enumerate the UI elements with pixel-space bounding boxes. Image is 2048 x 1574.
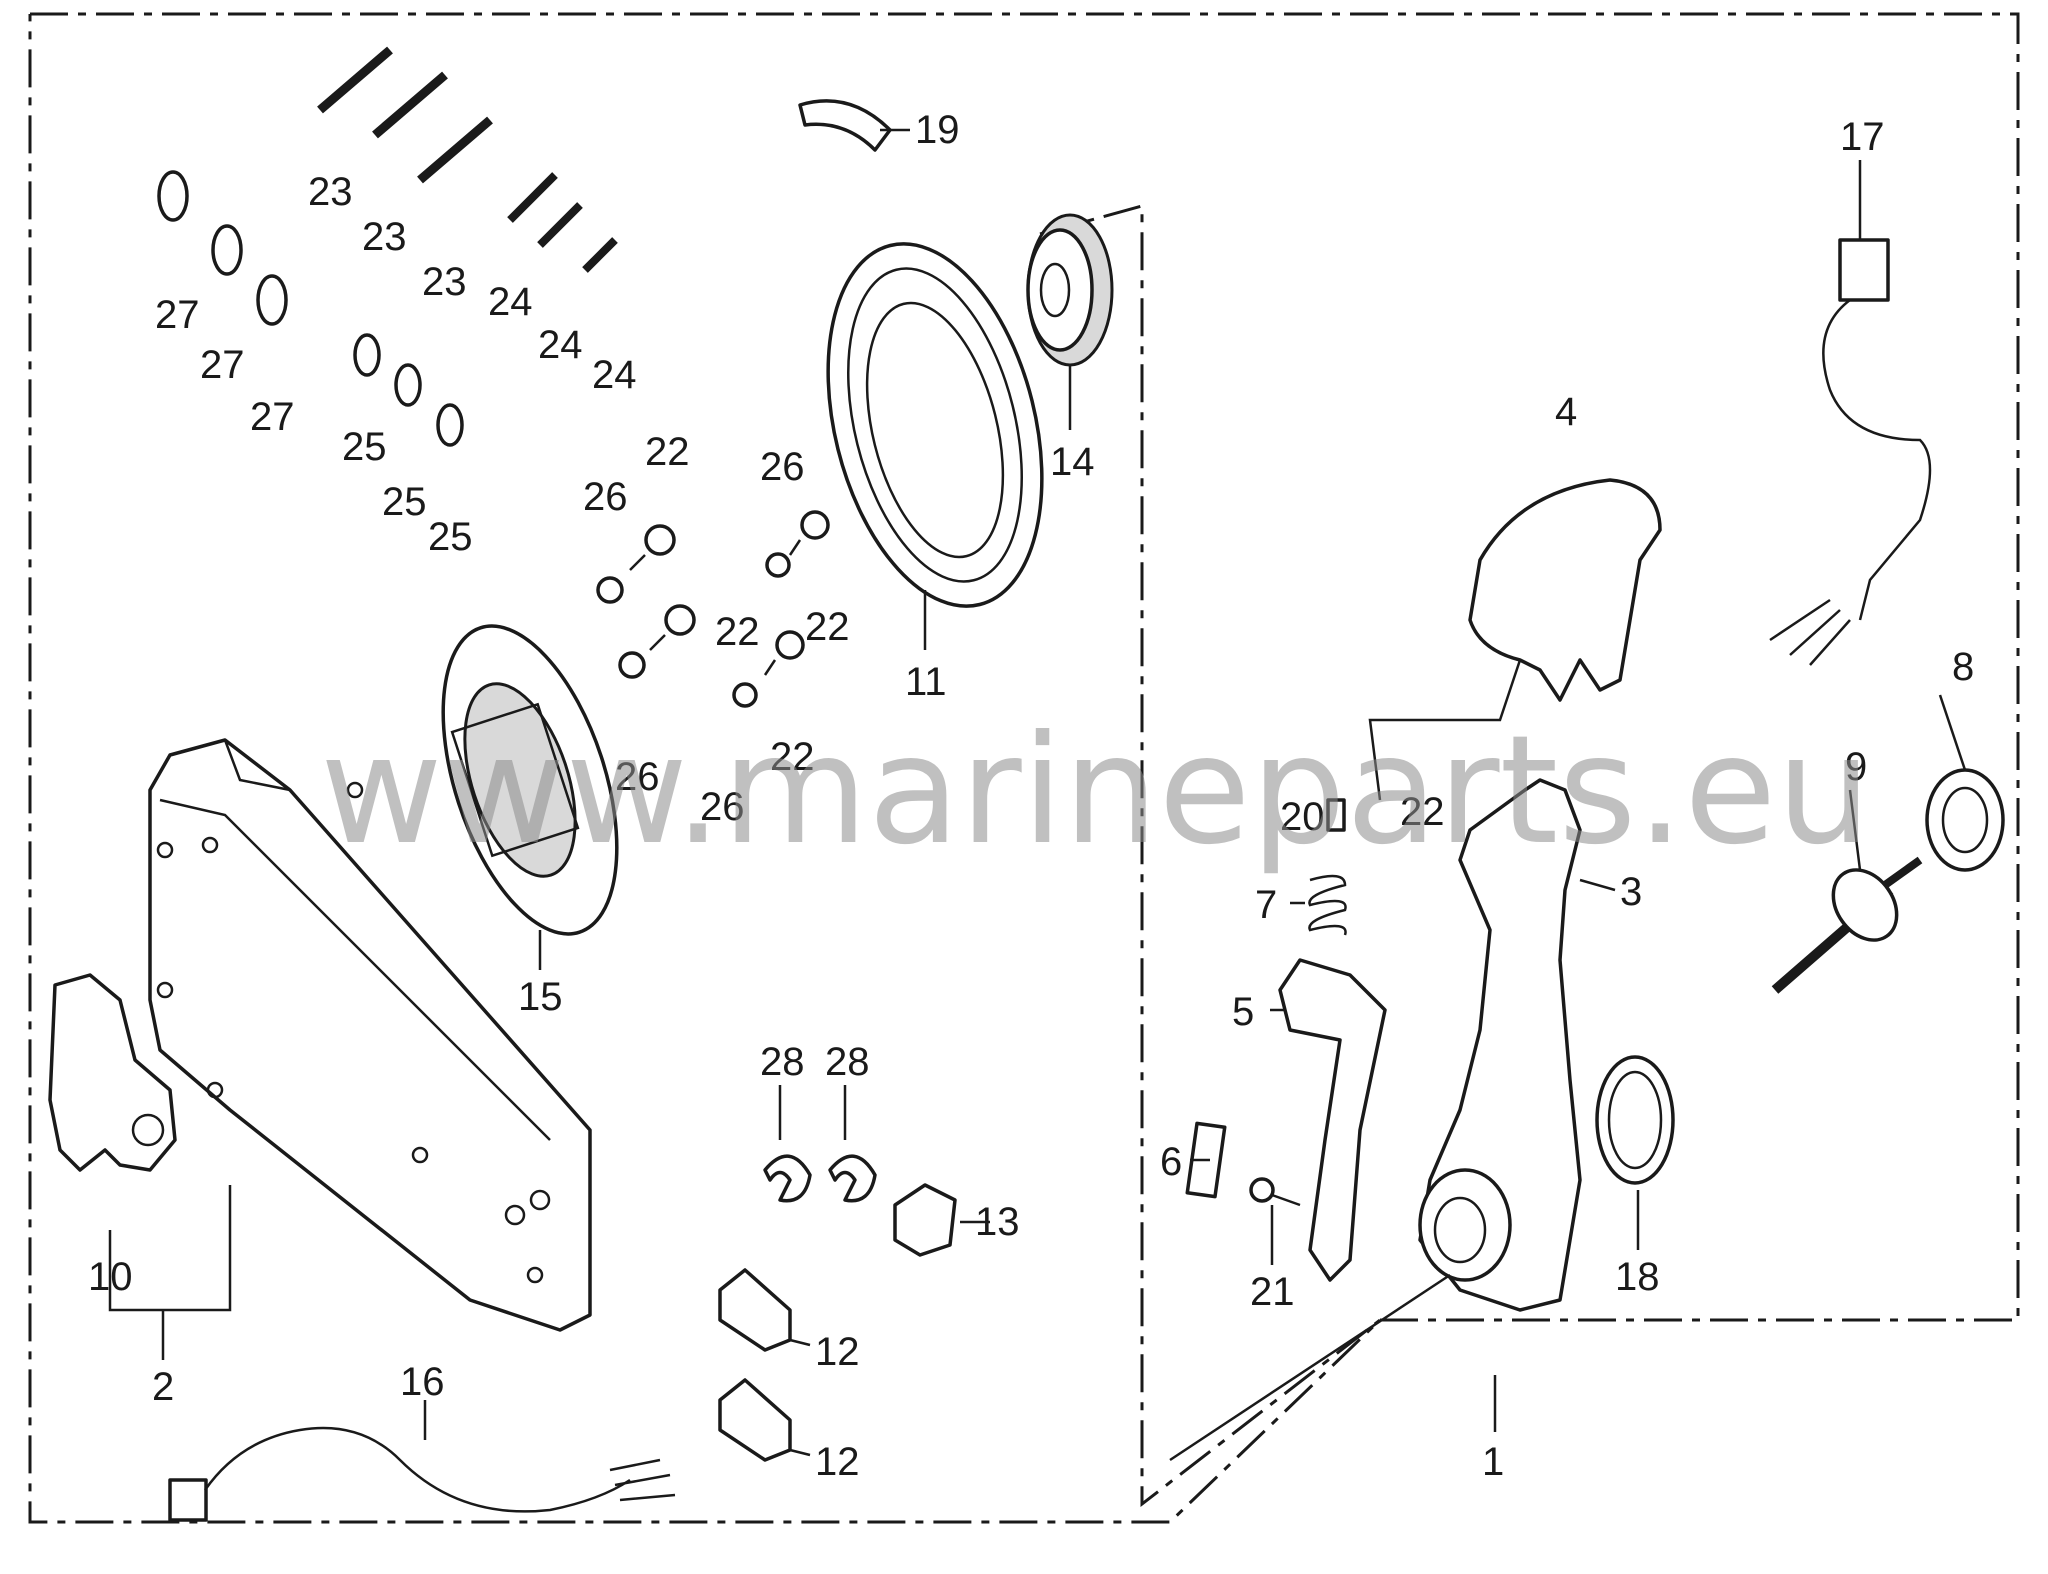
fasteners-22-26 bbox=[596, 510, 1301, 1207]
part-side-cover[interactable] bbox=[148, 738, 592, 1332]
part-shaft[interactable] bbox=[1771, 856, 1923, 994]
callout-26b: 26 bbox=[760, 445, 805, 489]
fasteners-23-24-25-27 bbox=[157, 46, 618, 447]
callout-9: 9 bbox=[1845, 745, 1867, 789]
leader-lines bbox=[108, 128, 1967, 1462]
callout-27b: 27 bbox=[200, 343, 245, 387]
callout-22c: 22 bbox=[805, 605, 850, 649]
callout-1: 1 bbox=[1482, 1440, 1504, 1484]
callout-28b: 28 bbox=[825, 1040, 870, 1084]
part-link[interactable] bbox=[1278, 958, 1387, 1282]
callout-15: 15 bbox=[518, 975, 563, 1019]
callout-24b: 24 bbox=[538, 323, 583, 367]
callout-23b: 23 bbox=[362, 215, 407, 259]
callout-26d: 26 bbox=[700, 785, 745, 829]
part-pin-20[interactable] bbox=[1326, 798, 1346, 832]
watermark: www.marineparts.eu bbox=[320, 704, 1872, 878]
part-o-ring[interactable] bbox=[1595, 1055, 1675, 1185]
part-lever[interactable] bbox=[1418, 778, 1582, 1312]
callout-17: 17 bbox=[1840, 115, 1885, 159]
callout-labels: 1 2 3 4 5 6 7 8 9 10 11 12 12 13 14 15 1… bbox=[88, 108, 1974, 1484]
callout-12a: 12 bbox=[815, 1330, 860, 1374]
part-plate-12a[interactable] bbox=[718, 1268, 792, 1352]
callout-2: 2 bbox=[152, 1365, 174, 1409]
part-spring[interactable] bbox=[1308, 874, 1347, 936]
part-bushing[interactable] bbox=[1925, 768, 2005, 872]
callout-27a: 27 bbox=[155, 293, 200, 337]
callout-16: 16 bbox=[400, 1360, 445, 1404]
callout-8: 8 bbox=[1952, 645, 1974, 689]
callout-20: 20 bbox=[1280, 795, 1325, 839]
callout-3: 3 bbox=[1620, 870, 1642, 914]
callout-25a: 25 bbox=[342, 425, 387, 469]
part-clip[interactable] bbox=[798, 99, 892, 152]
callout-22d: 22 bbox=[770, 735, 815, 779]
part-plate-12b[interactable] bbox=[718, 1378, 792, 1462]
part-e-ring-28b[interactable] bbox=[828, 1154, 877, 1203]
callout-6: 6 bbox=[1160, 1140, 1182, 1184]
callout-18: 18 bbox=[1615, 1255, 1660, 1299]
callout-19: 19 bbox=[915, 108, 960, 152]
callout-21: 21 bbox=[1250, 1270, 1295, 1314]
callout-25b: 25 bbox=[382, 480, 427, 524]
callout-7: 7 bbox=[1255, 883, 1277, 927]
callout-22e: 22 bbox=[1400, 790, 1445, 834]
callout-27c: 27 bbox=[250, 395, 295, 439]
part-e-ring-28a[interactable] bbox=[763, 1154, 812, 1203]
part-grommet-10[interactable] bbox=[48, 973, 177, 1172]
callout-24c: 24 bbox=[592, 353, 637, 397]
callout-23c: 23 bbox=[422, 260, 467, 304]
callout-14: 14 bbox=[1050, 440, 1095, 484]
callout-23a: 23 bbox=[308, 170, 353, 214]
part-ring[interactable] bbox=[793, 221, 1077, 628]
callout-26c: 26 bbox=[615, 755, 660, 799]
callout-26a: 26 bbox=[583, 475, 628, 519]
callout-4: 4 bbox=[1555, 390, 1577, 434]
part-base-plate[interactable] bbox=[409, 605, 651, 956]
callout-22b: 22 bbox=[715, 610, 760, 654]
callout-22a: 22 bbox=[645, 430, 690, 474]
callout-12b: 12 bbox=[815, 1440, 860, 1484]
callout-5: 5 bbox=[1232, 990, 1254, 1034]
part-harness[interactable] bbox=[168, 1426, 676, 1522]
callout-25c: 25 bbox=[428, 515, 473, 559]
callout-24a: 24 bbox=[488, 280, 533, 324]
part-lever-cover[interactable] bbox=[1468, 478, 1662, 702]
callout-11: 11 bbox=[905, 660, 947, 704]
callout-10: 10 bbox=[88, 1255, 133, 1299]
callout-13: 13 bbox=[975, 1200, 1020, 1244]
part-switch[interactable] bbox=[1769, 238, 1932, 666]
part-clamp[interactable] bbox=[893, 1183, 957, 1257]
part-gear[interactable] bbox=[1026, 213, 1114, 367]
callout-28a: 28 bbox=[760, 1040, 805, 1084]
